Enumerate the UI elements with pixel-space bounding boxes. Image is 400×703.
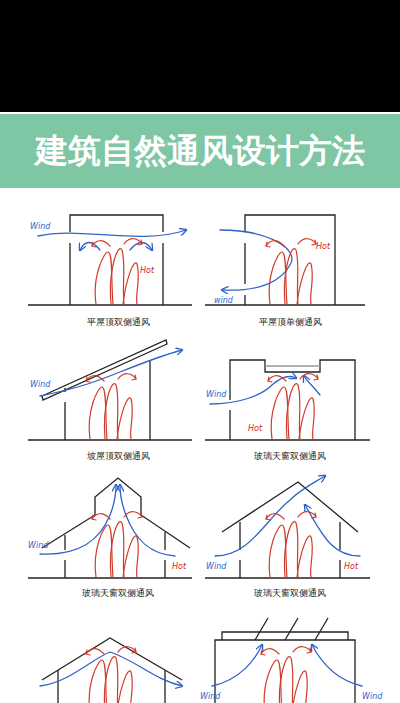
title-text: 建筑自然通风设计方法 [35,129,365,174]
hot-label: Hot [316,242,330,251]
wind-label: Wind [206,390,226,399]
black-band [0,0,400,112]
hot-label: Hot [248,424,262,433]
caption: 平屋顶双侧通风 [87,316,150,329]
caption: 玻璃天窗双侧通风 [254,587,326,600]
wind-label: wind [214,296,233,305]
wind-label: Wind [200,692,220,701]
hot-label: Hot [172,562,186,571]
caption: 坡屋顶双侧通风 [87,450,150,463]
wind-label: Wind [30,380,50,389]
wind-label: Wind [28,541,48,550]
caption: 平屋顶单侧通风 [259,316,322,329]
wind-label: Wind [30,222,50,231]
caption: 玻璃天窗双侧通风 [82,587,154,600]
hot-label: Hot [140,266,154,275]
wind-label: Wind [206,562,226,571]
wind-label: Wind [362,692,382,701]
hot-label: Hot [344,562,358,571]
caption: 玻璃天窗双侧通风 [254,450,326,463]
